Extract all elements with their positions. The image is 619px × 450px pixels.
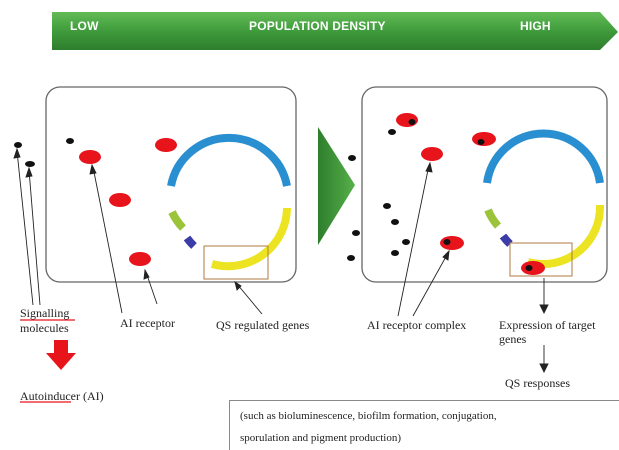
signal-molecule-left-inside (66, 138, 74, 144)
ai-receptor-complex-4 (440, 236, 464, 250)
ai-receptor-complex-1 (396, 113, 418, 127)
signal-molecule-right-6 (352, 230, 360, 236)
ai-receptor-left-3 (109, 193, 131, 207)
qs-genes-label: QS regulated genes (216, 318, 309, 332)
plasmid-left-purple-arc (187, 238, 194, 246)
signal-molecule-right-4 (402, 239, 410, 245)
ai-complex-dot-2 (478, 139, 485, 145)
note-line2: sporulation and pigment production) (240, 432, 401, 445)
signal-molecule-right-7 (347, 255, 355, 261)
pointer-signalling (14, 149, 40, 305)
ai-receptor-complex-5 (521, 261, 545, 275)
plasmid-right-purple-arc (503, 236, 510, 244)
note-line1: (such as bioluminescence, biofilm format… (240, 410, 497, 423)
transition-arrow (318, 127, 355, 245)
signal-molecule-right-2 (383, 203, 391, 209)
ai-receptor-complex-3 (421, 147, 443, 161)
red-down-arrow (46, 340, 76, 370)
signal-molecule-outside-2 (25, 161, 35, 167)
pointer-qs-genes (235, 282, 262, 314)
ai-complex-dot-5 (526, 265, 533, 271)
ai-receptor-left-1 (79, 150, 101, 164)
signal-molecule-right-5 (391, 250, 399, 256)
ai-receptor-complex-2 (472, 132, 496, 146)
ai-receptor-label: AI receptor (120, 316, 175, 330)
signal-molecule-right-3 (391, 219, 399, 225)
banner-high-label: HIGH (520, 19, 551, 33)
expression-label-line2: genes (499, 332, 526, 346)
signal-molecule-right-8 (348, 155, 356, 161)
ai-complex-dot-1 (409, 119, 416, 125)
ai-receptor-left-2 (155, 138, 177, 152)
banner-low-label: LOW (70, 19, 99, 33)
autoinducer-label: Autoinducer (AI) (20, 389, 104, 403)
ai-receptor-complex-label: AI receptor complex (367, 318, 466, 332)
signal-molecule-right-1 (388, 129, 396, 135)
signalling-label-line2: molecules (20, 321, 69, 335)
ai-receptor-left-4 (129, 252, 151, 266)
signalling-label-line1: Signalling (20, 306, 69, 320)
expression-label-line1: Expression of target (499, 318, 595, 332)
qs-responses-label: QS responses (505, 376, 570, 390)
signal-molecule-outside-1 (14, 142, 22, 148)
banner-title: POPULATION DENSITY (249, 19, 386, 33)
ai-complex-dot-4 (444, 239, 451, 245)
